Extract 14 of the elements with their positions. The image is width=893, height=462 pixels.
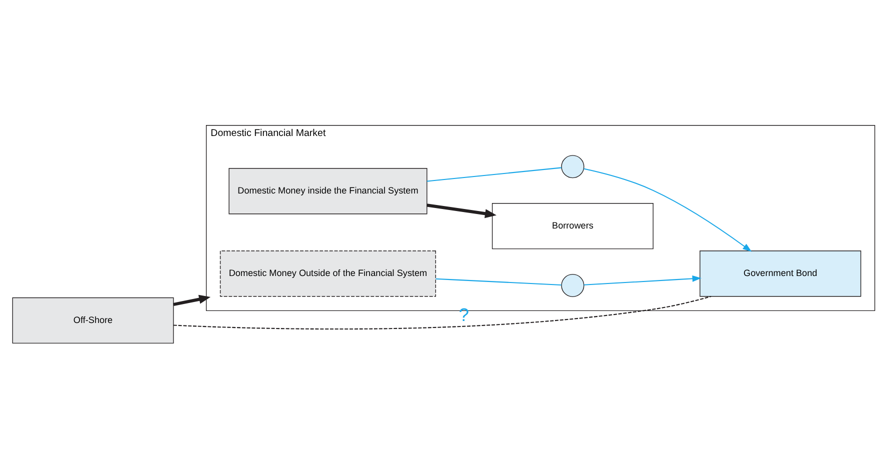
- arrow: [584, 274, 702, 285]
- arrow: [173, 294, 211, 306]
- arrow: [426, 203, 496, 218]
- node-box: Government Bond: [700, 250, 862, 296]
- node-box: Domestic Money inside the Financial System: [228, 168, 428, 214]
- node-box: Off-Shore: [12, 296, 174, 344]
- connector: [173, 295, 712, 330]
- arrow: [584, 168, 752, 252]
- connector: [436, 278, 562, 286]
- node-box: Domestic Money Outside of the Financial System: [220, 250, 436, 296]
- connector: [426, 166, 562, 182]
- node-circle: [561, 273, 584, 297]
- node-circle: [561, 154, 584, 178]
- node-box: Borrowers: [492, 202, 654, 249]
